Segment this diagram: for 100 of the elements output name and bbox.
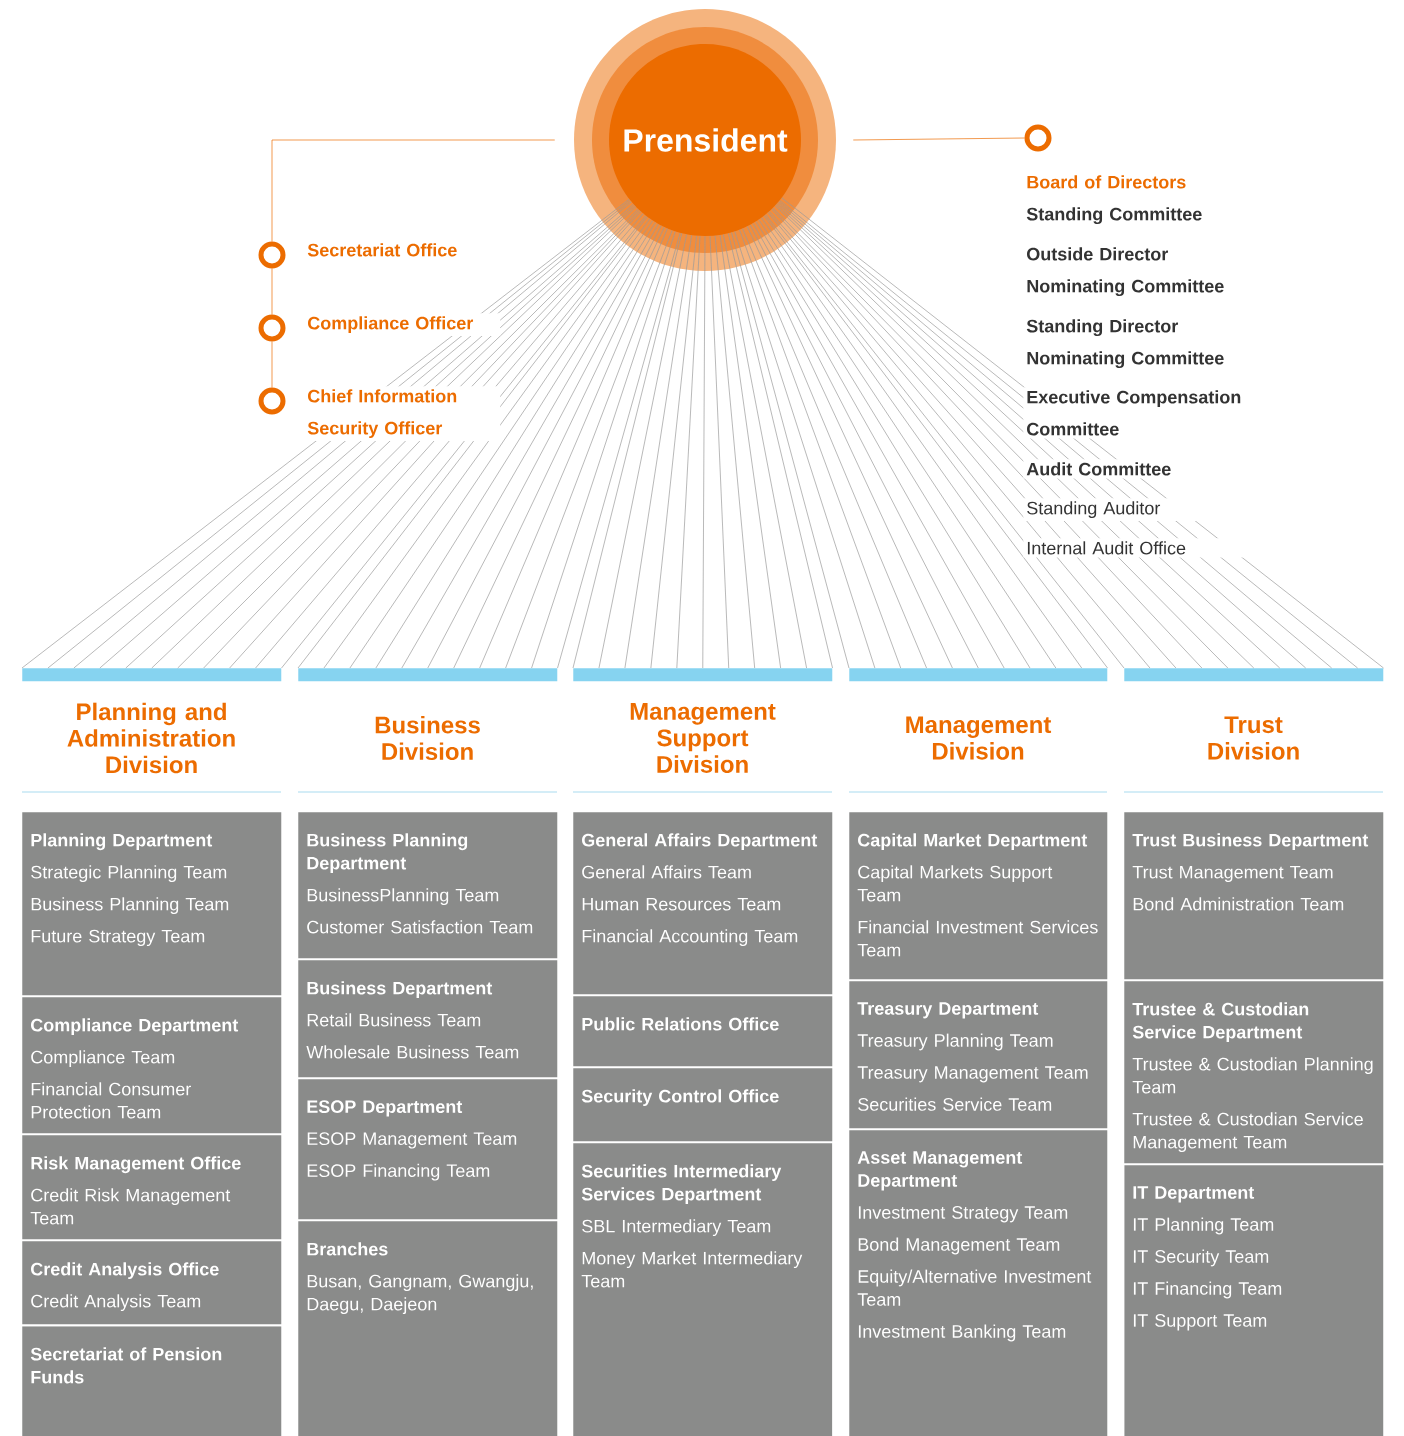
- division-title: Business Division: [375, 715, 480, 761]
- department-name: Security Control Office: [581, 1089, 779, 1107]
- department-name: General Affairs Department: [582, 833, 818, 851]
- department-name: ESOP Department: [307, 1100, 463, 1117]
- team-name: Treasury Management Team: [857, 1066, 1088, 1083]
- team-name: Wholesale Business Team: [306, 1045, 519, 1059]
- committee-label: Standing Director Nominating Committee: [1026, 319, 1224, 369]
- team-name: Financial Investment Services Team: [857, 920, 1098, 957]
- division-title: Management Division: [906, 716, 1052, 760]
- department-name: Business Planning Department: [307, 833, 468, 874]
- department-panel: [573, 996, 833, 1067]
- department-name: Treasury Department: [857, 1002, 1039, 1019]
- team-name: Trust Management Team: [1132, 865, 1333, 883]
- department-name: Compliance Department: [31, 1018, 239, 1036]
- committee-label: Outside Director Nominating Committee: [1027, 247, 1224, 297]
- team-name: Equity/Alternative Investment Team: [857, 1269, 1092, 1306]
- division-title: Management Support Division: [630, 703, 776, 773]
- department-name: IT Department: [1133, 1186, 1255, 1203]
- team-name: Compliance Team: [31, 1050, 175, 1068]
- department-name: Branches: [307, 1242, 388, 1256]
- department-name: Trustee & Custodian Service Department: [1132, 1002, 1309, 1043]
- department-panel: [298, 1079, 558, 1220]
- department-panel: [22, 1241, 282, 1325]
- team-name: Credit Risk Management Team: [30, 1188, 231, 1225]
- office-label: Secretariat Office: [307, 243, 457, 257]
- team-name: BusinessPlanning Team: [307, 888, 499, 906]
- president-circle: [574, 9, 836, 271]
- department-name: Securities Intermediary Services Department: [581, 1164, 782, 1205]
- team-name: Busan, Gangnam, Gwangju, Daegu, Daejeon: [307, 1274, 533, 1315]
- division-header: [297, 668, 558, 793]
- fan-lines: [572, 233, 833, 669]
- division-header: [848, 668, 1108, 793]
- department-panel: [849, 812, 1108, 980]
- division-title: Planning and Administration Division: [67, 702, 235, 774]
- office-label: Standing Auditor: [1027, 501, 1161, 519]
- department-name: Asset Management Department: [857, 1151, 1023, 1191]
- team-name: Money Market Intermediary Team: [581, 1251, 803, 1288]
- division-title: Trust Division: [1208, 716, 1299, 760]
- team-name: Securities Service Team: [858, 1097, 1052, 1111]
- team-name: Strategic Planning Team: [31, 865, 227, 883]
- department-panel: [22, 997, 282, 1134]
- team-name: Retail Business Team: [307, 1013, 481, 1027]
- fan-lines: [21, 198, 647, 669]
- team-name: SBL Intermediary Team: [582, 1219, 771, 1237]
- department-name: Trust Business Department: [1132, 833, 1369, 851]
- department-name: Capital Market Department: [858, 833, 1088, 851]
- committee-label: Standing Committee: [1026, 207, 1202, 225]
- team-name: IT Planning Team: [1133, 1217, 1274, 1235]
- office-label: Chief Information Security Officer: [307, 389, 457, 439]
- department-name: Risk Management Office: [31, 1156, 241, 1174]
- department-panel: [22, 1326, 282, 1436]
- division-header: [1123, 668, 1384, 793]
- team-name: General Affairs Team: [582, 865, 751, 879]
- team-name: Human Resources Team: [582, 897, 781, 911]
- fan-lines: [765, 197, 1384, 669]
- team-name: Financial Consumer Protection Team: [31, 1082, 191, 1119]
- committee-label: Executive Compensation Committee: [1027, 390, 1241, 436]
- department-name: Public Relations Office: [582, 1017, 779, 1031]
- connector-line: [271, 268, 273, 315]
- department-name: Secretariat of Pension Funds: [30, 1347, 222, 1384]
- team-name: IT Support Team: [1133, 1314, 1267, 1331]
- team-name: IT Security Team: [1133, 1249, 1269, 1267]
- team-name: Financial Accounting Team: [582, 929, 798, 947]
- department-panel: [573, 1068, 833, 1142]
- department-name: Credit Analysis Office: [31, 1262, 219, 1280]
- connector-line: [271, 139, 556, 242]
- department-name: Business Department: [307, 981, 493, 999]
- department-panel: [298, 960, 558, 1078]
- department-panel: [1124, 812, 1384, 980]
- president-label: Prensident: [624, 128, 788, 152]
- team-name: Trustee & Custodian Planning Team: [1132, 1057, 1373, 1094]
- department-panel: [298, 1221, 558, 1436]
- team-name: Customer Satisfaction Team: [307, 920, 533, 934]
- department-panel: [22, 812, 282, 996]
- department-panel: [22, 1135, 282, 1240]
- office-label: Compliance Officer: [308, 316, 474, 334]
- team-name: Future Strategy Team: [31, 929, 205, 947]
- department-name: Planning Department: [31, 833, 213, 851]
- board-title: Board of Directors: [1027, 175, 1186, 189]
- committee-label: Audit Committee: [1026, 462, 1171, 476]
- connector-line: [271, 341, 273, 388]
- team-name: Credit Analysis Team: [31, 1294, 201, 1312]
- team-name: Capital Markets Support Team: [857, 865, 1053, 902]
- division-header: [21, 668, 282, 793]
- department-panel: [1124, 981, 1384, 1164]
- team-name: Investment Strategy Team: [858, 1206, 1068, 1223]
- department-panel: [1124, 1165, 1384, 1436]
- team-name: Investment Banking Team: [858, 1324, 1066, 1342]
- department-panel: [849, 981, 1108, 1129]
- fan-lines: [297, 216, 681, 669]
- fan-lines: [731, 215, 1108, 669]
- office-label: Internal Audit Office: [1027, 541, 1186, 555]
- team-name: IT Financing Team: [1133, 1281, 1282, 1299]
- team-name: Business Planning Team: [31, 897, 229, 915]
- team-name: Bond Management Team: [858, 1237, 1060, 1255]
- team-name: Treasury Planning Team: [857, 1033, 1053, 1051]
- division-header: [572, 668, 833, 793]
- team-name: ESOP Financing Team: [307, 1163, 490, 1181]
- team-name: Trustee & Custodian Service Management Team: [1132, 1112, 1363, 1153]
- connector-line: [852, 137, 1025, 141]
